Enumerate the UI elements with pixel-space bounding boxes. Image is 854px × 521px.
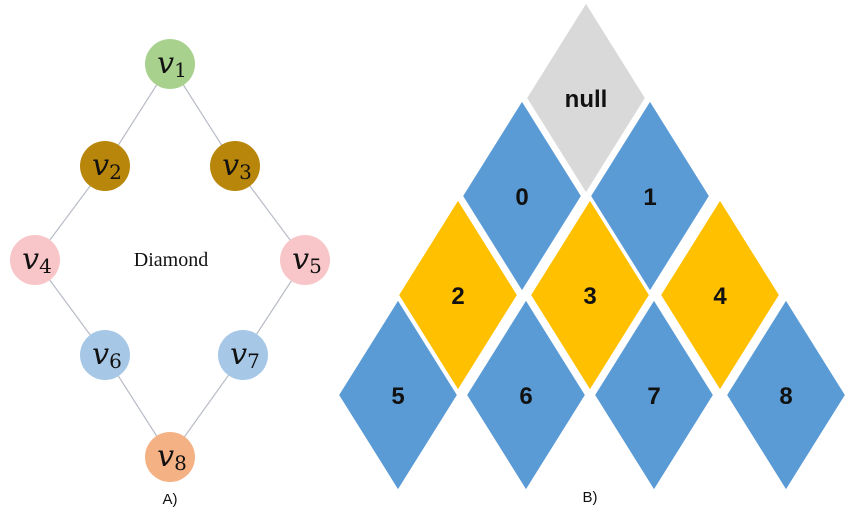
diamond-tile: 4 bbox=[658, 197, 782, 393]
panel-b-tiling: null 0 1 2 3 4 5 6 7 8 B) bbox=[336, 0, 848, 506]
diamond-tile: 2 bbox=[396, 197, 520, 393]
graph-node: v1 bbox=[145, 39, 195, 89]
diamond-tile: 1 bbox=[588, 98, 712, 294]
diamond-tile-shape bbox=[528, 197, 652, 393]
graph-node-label: v5 bbox=[292, 242, 322, 278]
diamond-tile-label: 1 bbox=[643, 184, 656, 211]
graph-node-circle bbox=[80, 141, 130, 191]
graph-node: v5 bbox=[280, 235, 330, 285]
graph-node-label: v7 bbox=[230, 337, 260, 373]
diamond-tile: 5 bbox=[336, 297, 460, 493]
diamond-tile-label: 4 bbox=[713, 283, 727, 310]
diamond-tile-label: 7 bbox=[647, 383, 660, 410]
diamond-tile-label: 8 bbox=[779, 383, 792, 410]
diamond-tile-shape bbox=[336, 297, 460, 493]
graph-node-circle bbox=[145, 432, 195, 482]
graph-node-circle bbox=[210, 141, 260, 191]
diamond-tile-shape bbox=[460, 98, 584, 294]
graph-node-circle bbox=[10, 235, 60, 285]
diamond-tile-label: 6 bbox=[519, 383, 532, 410]
panel-a-caption: A) bbox=[163, 491, 178, 508]
graph-node-label: v3 bbox=[222, 148, 252, 184]
diamond-tile-label: 3 bbox=[583, 283, 596, 310]
diamond-tile-shape bbox=[464, 297, 588, 493]
diamond-tile: 7 bbox=[592, 297, 716, 493]
graph-nodes: v1 v2 v3 v4 v5 v6 v7 v8 bbox=[10, 39, 330, 482]
graph-node-label: v4 bbox=[22, 242, 52, 278]
diamond-tile-shape bbox=[524, 0, 648, 196]
graph-node-circle bbox=[218, 330, 268, 380]
diamond-tile-label: 0 bbox=[515, 184, 528, 211]
graph-node-label: v8 bbox=[157, 439, 187, 475]
diamond-tile: 0 bbox=[460, 98, 584, 294]
diamond-tile-shape bbox=[724, 297, 848, 493]
diamond-tile-label: null bbox=[565, 86, 608, 113]
graph-node-label: v6 bbox=[92, 337, 122, 373]
diamond-tile-shape bbox=[592, 297, 716, 493]
graph-node-circle bbox=[280, 235, 330, 285]
diamond-tile: null bbox=[524, 0, 648, 196]
graph-node-label: v1 bbox=[157, 46, 187, 82]
diamond-tile-shape bbox=[396, 197, 520, 393]
graph-node-label: v2 bbox=[92, 148, 122, 184]
panel-b-caption: B) bbox=[583, 489, 598, 506]
diamond-tile-shape bbox=[588, 98, 712, 294]
graph-node: v8 bbox=[145, 432, 195, 482]
graph-node: v3 bbox=[210, 141, 260, 191]
diamond-tiles: null 0 1 2 3 4 5 6 7 8 bbox=[336, 0, 848, 493]
diamond-tile: 8 bbox=[724, 297, 848, 493]
graph-node-circle bbox=[80, 330, 130, 380]
diamond-center-label: Diamond bbox=[134, 249, 208, 271]
graph-node-circle bbox=[145, 39, 195, 89]
graph-node: v2 bbox=[80, 141, 130, 191]
diamond-tile: 6 bbox=[464, 297, 588, 493]
graph-node: v6 bbox=[80, 330, 130, 380]
diamond-tile-shape bbox=[658, 197, 782, 393]
diamond-tile-label: 5 bbox=[391, 383, 404, 410]
panel-a-graph: v1 v2 v3 v4 v5 v6 v7 v8 Diamond A) bbox=[10, 39, 330, 508]
diamond-tile-label: 2 bbox=[451, 283, 464, 310]
graph-node: v4 bbox=[10, 235, 60, 285]
diamond-tile: 3 bbox=[528, 197, 652, 393]
graph-node: v7 bbox=[218, 330, 268, 380]
